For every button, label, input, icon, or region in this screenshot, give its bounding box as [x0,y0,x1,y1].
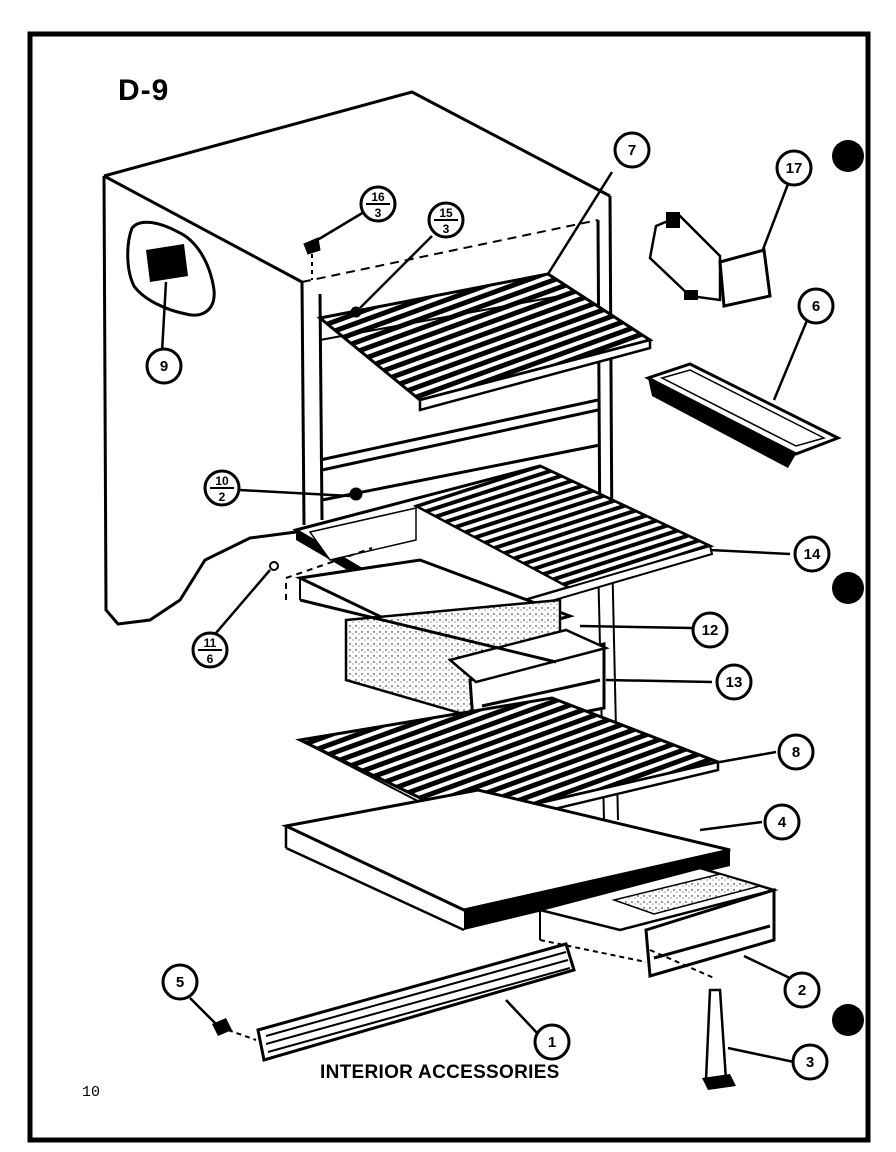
callout-number-12: 12 [702,622,719,639]
callout-number-8: 8 [792,744,800,761]
callout-number-9: 9 [160,358,168,375]
callout-number-6: 6 [812,298,820,315]
binder-hole [832,572,864,604]
callout-number-4: 4 [778,814,787,831]
cabinet-outline [102,90,619,821]
callout-number-7: 7 [628,142,636,159]
callout-circle-4 [763,803,801,841]
fraction-top-16: 16 [371,190,385,204]
callout-number-14: 14 [804,546,821,563]
part-6-ice-tray [644,317,842,468]
callout-circle-14 [793,535,831,573]
fraction-top-11: 11 [204,636,217,650]
callout-number-13: 13 [726,674,743,691]
part-3-leg [649,949,795,1090]
part-2-meat-keeper-drawer [539,866,795,982]
callout-circle-1 [533,1023,571,1061]
diagram-caption: INTERIOR ACCESSORIES [320,1062,560,1083]
callout-circle-13 [715,663,753,701]
screws [209,210,433,641]
fraction-callouts: 16 3 15 3 10 2 11 6 [191,185,465,669]
fraction-bottom-6: 6 [207,652,214,666]
fraction-top-10: 10 [215,474,229,488]
part-5-clip [189,997,232,1036]
callout-circle-3 [791,1043,829,1081]
page-border [27,31,871,1143]
callout-number-1: 1 [548,1034,556,1051]
fraction-bottom-2: 2 [219,490,226,504]
callout-number-5: 5 [176,974,184,991]
binder-hole [832,140,864,172]
callout-circle-6 [797,287,835,325]
part-9-rating-label [126,220,216,353]
diagram-label: D-9 [118,74,170,107]
binder-hole [832,1004,864,1036]
part-4-meat-keeper-cover [281,788,763,932]
callout-circle-7 [613,131,651,169]
part-1-toe-grille [227,942,576,1062]
part-17-ice-maker [648,183,790,308]
callout-number-3: 3 [806,1054,814,1071]
callout-circle-2 [783,971,821,1009]
part-7-top-shelf [316,171,654,412]
callout-circle-17 [775,149,813,187]
callout-number-2: 2 [798,982,806,999]
fraction-bottom-3: 3 [375,206,382,220]
callout-circle-12 [691,611,729,649]
page-number: 10 [82,1084,101,1101]
callout-circle-8 [777,733,815,771]
callout-circle-9 [145,347,183,385]
callout-number-17: 17 [786,160,803,177]
fraction-bottom-3: 3 [443,222,450,236]
callout-circle-5 [161,963,199,1001]
fraction-top-15: 15 [439,206,453,220]
